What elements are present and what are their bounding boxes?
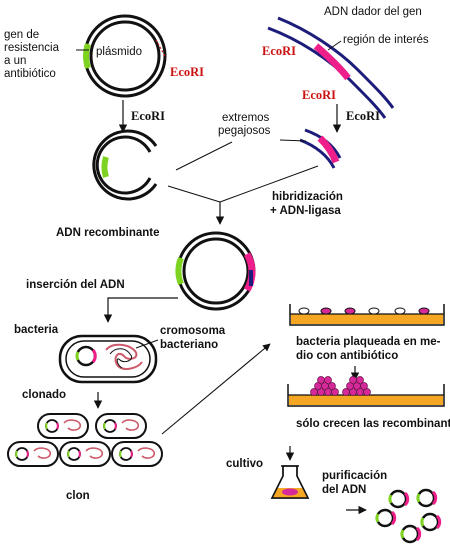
- ecori-donor-low-label: EcoRI: [302, 88, 336, 102]
- purified-plasmid: [416, 488, 438, 508]
- sticky-ends-label: extremos pegajosos: [218, 112, 273, 137]
- purified-plasmid: [420, 512, 442, 532]
- colony: [320, 307, 332, 315]
- clone-cells: [7, 413, 163, 467]
- recombinant-resistance-gene: [175, 256, 184, 286]
- plating-arrow: [161, 343, 271, 435]
- sticky-ends-pointer-left: [175, 141, 233, 171]
- ecori-arrow-label-2: EcoRI: [346, 109, 380, 123]
- sticky-ends-pointer-right: [279, 139, 307, 142]
- recombinant-plasmid: [175, 231, 256, 311]
- purified-plasmid: [375, 508, 397, 528]
- chromosome-pointer: [135, 339, 159, 349]
- bacterial-chromosome: [105, 343, 143, 370]
- resistance-gene-marker: [83, 43, 91, 69]
- bacteria-label: bacteria: [14, 324, 59, 336]
- recombinant-label: ADN recombinante: [56, 227, 160, 239]
- clone-cell: [111, 441, 163, 467]
- fragment-pink-marker: [317, 135, 340, 164]
- colony: [418, 307, 430, 315]
- opened-plasmid: [92, 129, 158, 201]
- resistance-gene-label: gen de resistencia a un antibiótico: [4, 29, 62, 80]
- only-recombinants-label: sólo crecen las recombinantes: [296, 418, 450, 430]
- culture-label: cultivo: [226, 458, 263, 470]
- clone-cell: [37, 413, 89, 439]
- ecori-plasmid-label: EcoRI: [170, 65, 204, 79]
- purified-plasmids: [375, 488, 442, 544]
- ecori-site-marker: [155, 39, 167, 59]
- region-pointer: [327, 40, 342, 51]
- merge-line-right: [219, 165, 319, 203]
- insertion-arrow: [103, 297, 178, 323]
- culture-flask-icon: [270, 465, 310, 499]
- plasmid: [83, 14, 167, 98]
- purification-label: purificación del ADN: [322, 470, 390, 496]
- recombinant-colony-pile: [310, 376, 339, 396]
- clone-label: clon: [66, 490, 90, 502]
- cut-dna-fragment: [299, 128, 342, 169]
- donor-dna: [267, 16, 395, 119]
- insertion-label: inserción del ADN: [26, 279, 125, 291]
- petri-dish-recombinants: [287, 376, 445, 407]
- hybridization-label: hibridización + ADN-ligasa: [270, 191, 346, 217]
- chromosome-label: cromosoma bacteriano: [160, 325, 228, 351]
- region-of-interest-label: región de interés: [343, 34, 429, 46]
- plasmid-label: plásmido: [96, 46, 142, 58]
- colony: [394, 307, 406, 315]
- clone-cell: [95, 413, 147, 439]
- purified-plasmid: [400, 524, 422, 544]
- ecori-arrow-label-1: EcoRI: [131, 109, 165, 123]
- region-of-interest-marker: [313, 43, 351, 81]
- donor-dna-label: ADN dador del gen: [324, 6, 422, 18]
- petri-dish-plated: [289, 304, 445, 326]
- purified-plasmid: [388, 489, 410, 509]
- cloned-label: clonado: [22, 389, 66, 401]
- opened-resistance-gene: [101, 156, 109, 178]
- merge-line-left: [167, 185, 221, 203]
- clone-cell: [7, 441, 59, 467]
- plated-label: bacteria plaqueada en me- dio con antibi…: [296, 336, 444, 362]
- colony: [368, 307, 380, 315]
- colony: [344, 307, 356, 315]
- bacterium: [58, 334, 158, 384]
- clone-cell: [59, 441, 111, 467]
- colony: [298, 307, 310, 315]
- recombinant-colony-pile: [342, 376, 371, 396]
- ecori-donor-left-label: EcoRI: [262, 44, 296, 58]
